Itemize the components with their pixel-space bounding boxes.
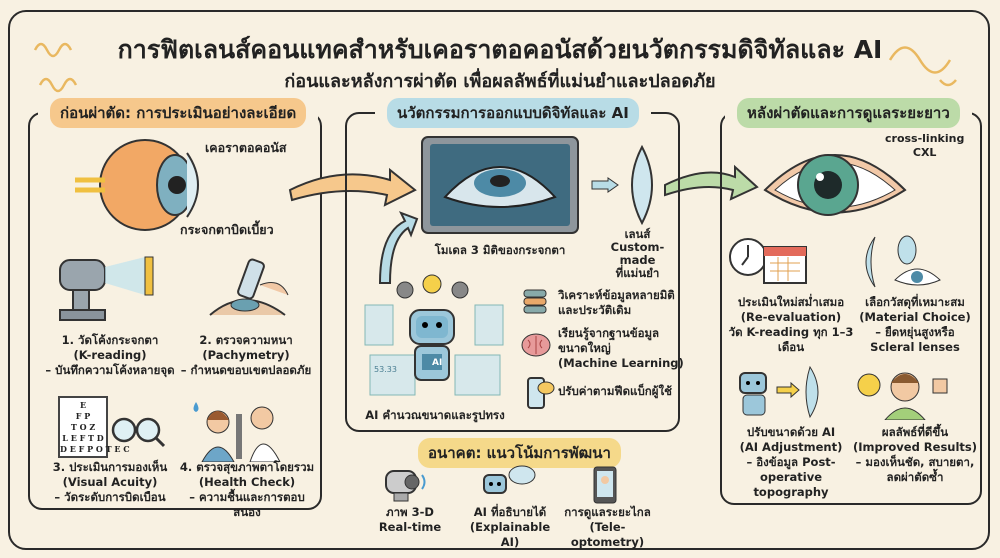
step-health-check: 4. ตรวจสุขภาพตาโดยรวม(Health Check)– ควา… (179, 460, 315, 519)
lens-material-icon (865, 235, 941, 288)
ai-chest-badge: AI (432, 358, 443, 368)
future-explainable-ai: AI ที่อธิบายได้(Explainable AI) (469, 505, 551, 549)
clock-calendar-icon (729, 238, 807, 284)
corneal-3d-model-label: โมเดล 3 มิติของกระจกตา (434, 243, 566, 257)
material-choice-item: เลือกวัสดุที่เหมาะสม(Material Choice)– ย… (859, 295, 971, 354)
phone-feedback-icon (527, 377, 555, 409)
ai-calculation-label: AI คำนวณขนาดและรูปทรง (365, 408, 505, 422)
feature-multidimensional-analysis: วิเคราะห์ข้อมูลหลายมิติและประวัติเดิม (558, 288, 675, 317)
post-cxl-eye-icon (763, 154, 907, 216)
feature-user-feedback: ปรับค่าตามฟีดแบ็กผู้ใช้ (558, 384, 672, 398)
distorted-cornea-label: กระจกตาบิดเบี้ยว (180, 222, 274, 237)
happy-patient-icon (857, 372, 948, 420)
doctor-exam-icon (193, 402, 281, 462)
improved-results-item: ผลลัพธ์ที่ดีขึ้น(Improved Results)– มองเ… (852, 425, 978, 484)
re-evaluation-item: ประเมินใหม่สม่ำเสมอ(Re-evaluation)วัด K-… (728, 295, 854, 354)
3d-camera-icon (385, 470, 426, 502)
page-title: การฟิตเลนส์คอนแทคสำหรับเคอราตอคอนัสด้วยน… (117, 35, 883, 64)
step-visual-acuity: 3. ประเมินการมองเห็น(Visual Acuity)– วัด… (52, 460, 168, 504)
step-pachymetry: 2. ตรวจความหนา(Pachymetry)– กำหนดขอบเขตป… (180, 333, 312, 377)
database-icon (523, 289, 547, 314)
arrow-to-digital-icon (288, 167, 417, 207)
corneal-3d-model-screen-icon (421, 136, 579, 234)
arrow-right-icon (591, 177, 619, 193)
brain-icon (521, 333, 551, 357)
after-surgery-heading: หลังผ่าตัดและการดูแลระยะยาว (725, 94, 972, 132)
squiggle-decoration-icon (33, 42, 78, 93)
arrow-to-after-icon (664, 164, 759, 201)
future-trends-heading: อนาคต: แนวโน้มการพัฒนา (418, 438, 621, 468)
ai-adjust-robot-icon (739, 365, 819, 419)
step-k-reading: 1. วัดโค้งกระจกตา(K-reading)– บันทึกความ… (45, 333, 175, 377)
ai-robot-icon (364, 274, 504, 396)
page-subtitle: ก่อนและหลังการผ่าตัด เพื่อผลลัพธ์ที่แม่น… (284, 71, 716, 92)
screen-number: 53.33 (374, 365, 397, 374)
custom-lens-icon (631, 145, 653, 225)
ai-adjustment-item: ปรับขนาดด้วย AI(AI Adjustment)– อิงข้อมู… (739, 425, 843, 499)
explainable-ai-robot-icon (483, 465, 536, 494)
eye-anatomy-icon (75, 139, 199, 231)
feature-machine-learning: เรียนรู้จากฐานข้อมูลขนาดใหญ่(Machine Lea… (558, 326, 684, 370)
digital-ai-heading: นวัตกรรมการออกแบบดิจิทัลและ AI (375, 94, 651, 132)
glasses-icon (111, 417, 165, 448)
infographic-frame (8, 10, 990, 550)
squiggle-decoration-icon (888, 46, 957, 87)
tele-optometry-phone-icon (593, 466, 617, 504)
keratoconus-label: เคอราตอคอนัส (205, 140, 287, 155)
eye-chart-icon: E F P T O Z L E F T D D E F P O T E C (58, 396, 130, 458)
keratometer-icon (59, 256, 154, 321)
pachymeter-icon (209, 258, 289, 316)
arrow-up-icon (378, 211, 419, 284)
future-tele-optometry: การดูแลระยะไกล(Tele-optometry) (564, 505, 651, 549)
before-surgery-heading: ก่อนผ่าตัด: การประเมินอย่างละเอียด (38, 94, 319, 132)
